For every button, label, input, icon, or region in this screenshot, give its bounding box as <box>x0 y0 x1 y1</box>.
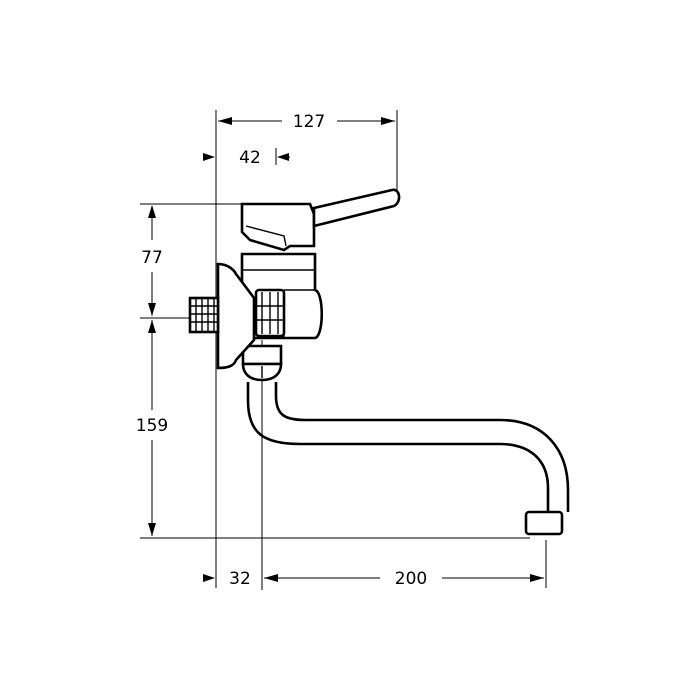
inlet-connector <box>188 296 220 334</box>
spout-aerator <box>524 510 564 536</box>
extension-lines <box>140 110 547 590</box>
lever-handle <box>312 188 401 228</box>
dim-label-42: 42 <box>239 148 261 168</box>
faucet-outline <box>188 188 570 536</box>
dim-label-127: 127 <box>293 112 325 132</box>
dim-label-159: 159 <box>136 416 168 436</box>
dimension-spout-reach: 200 <box>264 569 544 589</box>
dimension-lever-offset: 42 <box>203 148 290 168</box>
dimension-wall-to-spout-axis: 32 <box>203 569 251 589</box>
dim-label-200: 200 <box>395 569 427 589</box>
wall-flange <box>216 262 256 370</box>
dimension-overall-depth: 127 <box>218 112 395 132</box>
dimension-inlet-to-spout: 159 <box>136 320 168 536</box>
spout-nut <box>241 344 283 366</box>
dim-label-77: 77 <box>141 248 163 268</box>
dimension-top-to-inlet: 77 <box>141 205 163 316</box>
dim-label-32: 32 <box>229 569 251 589</box>
spout-tube <box>246 382 550 512</box>
lever-cap <box>240 202 316 252</box>
